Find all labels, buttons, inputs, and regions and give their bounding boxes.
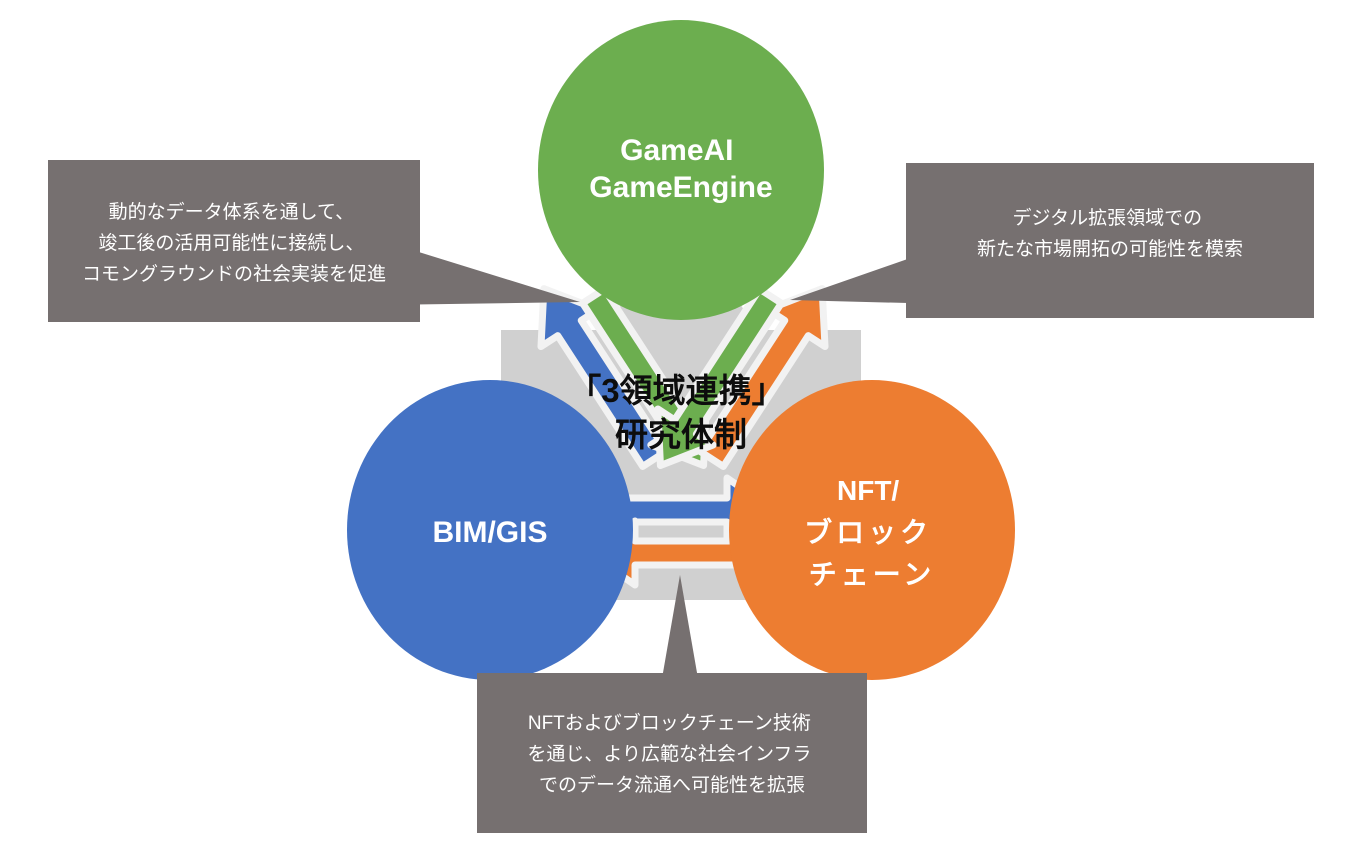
arrow-group-right [654,285,829,470]
callout-right-text: デジタル拡張領域での 新たな市場開拓の可能性を模索 [977,207,1243,260]
center-title-line2: 研究体制 [615,416,747,453]
arrow-nft-to-gameai [696,285,829,470]
center-title-line1: 「3領域連携」 [568,372,784,409]
node-bimgis-label: BIM/GIS [432,516,547,549]
callout-pointer-bottom [660,575,700,690]
arrow-gameai-to-nft [654,285,785,470]
callout-pointer-left [380,240,580,305]
node-gameai-label: GameAI GameEngine [589,134,772,204]
callout-left-text: 動的なデータ体系を通して、 竣工後の活用可能性に接続し、 コモングラウンドの社会… [82,201,386,285]
callout-left[interactable]: 動的なデータ体系を通して、 竣工後の活用可能性に接続し、 コモングラウンドの社会… [48,160,420,322]
callout-right[interactable]: デジタル拡張領域での 新たな市場開拓の可能性を模索 [906,163,1314,318]
callout-bottom[interactable]: NFTおよびブロックチェーン技術 を通じ、より広範な社会インフラ でのデータ流通… [477,673,867,833]
node-nft-label: NFT/ ブロック チェーン [804,475,940,590]
node-nft[interactable]: NFT/ ブロック チェーン [729,380,1015,680]
callout-bottom-text: NFTおよびブロックチェーン技術 を通じ、より広範な社会インフラ でのデータ流通… [527,711,816,796]
svg-text:「3領域連携」 研究体制: 「3領域連携」 研究体制 [568,372,794,453]
node-gameai[interactable]: GameAI GameEngine [538,20,824,320]
node-bimgis[interactable]: BIM/GIS [347,380,633,680]
arrow-bimgis-to-gameai [537,285,670,470]
center-title: 「3領域連携」 研究体制 [568,372,794,453]
